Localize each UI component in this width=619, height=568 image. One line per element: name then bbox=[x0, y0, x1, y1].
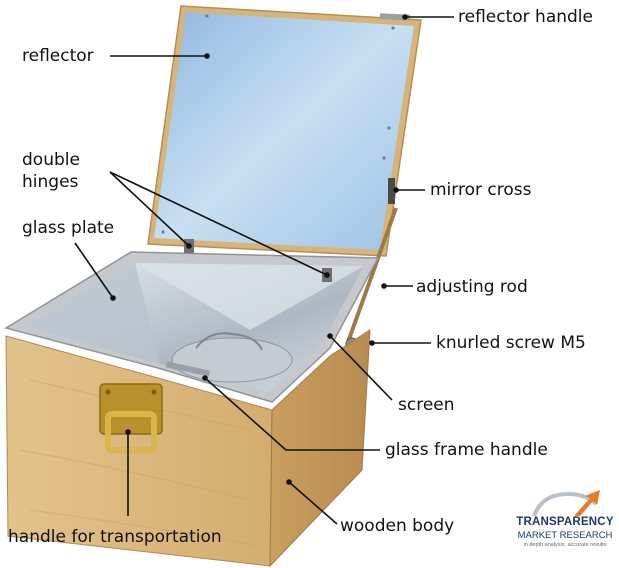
label-reflector: reflector bbox=[22, 46, 94, 66]
leader-lines bbox=[74, 16, 454, 525]
transparency-market-research-logo: TRANSPARENCY MARKET RESEARCH in depth an… bbox=[512, 488, 618, 568]
reflector-mirror bbox=[154, 12, 414, 250]
mirror-cross-bracket bbox=[388, 178, 395, 204]
adjusting-rod bbox=[346, 207, 398, 343]
label-handle-for-transportation: handle for transportation bbox=[8, 527, 222, 547]
glass-frame-handle-part bbox=[165, 361, 211, 377]
leader-hinges-left bbox=[109, 171, 190, 247]
label-double: double bbox=[22, 150, 80, 170]
logo-arc-icon bbox=[532, 490, 600, 517]
leader-screen bbox=[329, 335, 393, 401]
label-hinges: hinges bbox=[22, 172, 79, 192]
leader-hinges-right bbox=[109, 171, 328, 276]
logo-tagline: in depth analysis, accurate results bbox=[523, 542, 607, 548]
transport-handle-grip bbox=[105, 411, 157, 453]
transport-handle-plate bbox=[99, 383, 163, 435]
label-glass-frame-handle: glass frame handle bbox=[385, 440, 548, 460]
cooking-pot bbox=[171, 337, 293, 383]
label-wooden-body: wooden body bbox=[340, 516, 455, 536]
reflector-handle bbox=[379, 13, 411, 21]
label-adjusting-rod: adjusting rod bbox=[416, 277, 528, 297]
leader-glass-plate bbox=[74, 242, 114, 299]
logo-sub: MARKET RESEARCH bbox=[517, 530, 613, 541]
leader-glass-frame-handle bbox=[204, 377, 287, 451]
label-reflector-handle: reflector handle bbox=[458, 7, 593, 27]
label-knurled-screw: knurled screw M5 bbox=[436, 333, 586, 353]
wooden-body-side bbox=[269, 329, 371, 568]
label-mirror-cross: mirror cross bbox=[430, 180, 532, 200]
leader-dots bbox=[110, 14, 408, 485]
label-glass-plate: glass plate bbox=[22, 218, 115, 238]
label-screen: screen bbox=[398, 395, 455, 415]
leader-wooden-body bbox=[288, 481, 338, 525]
logo-brand: TRANSPARENCY bbox=[516, 516, 614, 528]
